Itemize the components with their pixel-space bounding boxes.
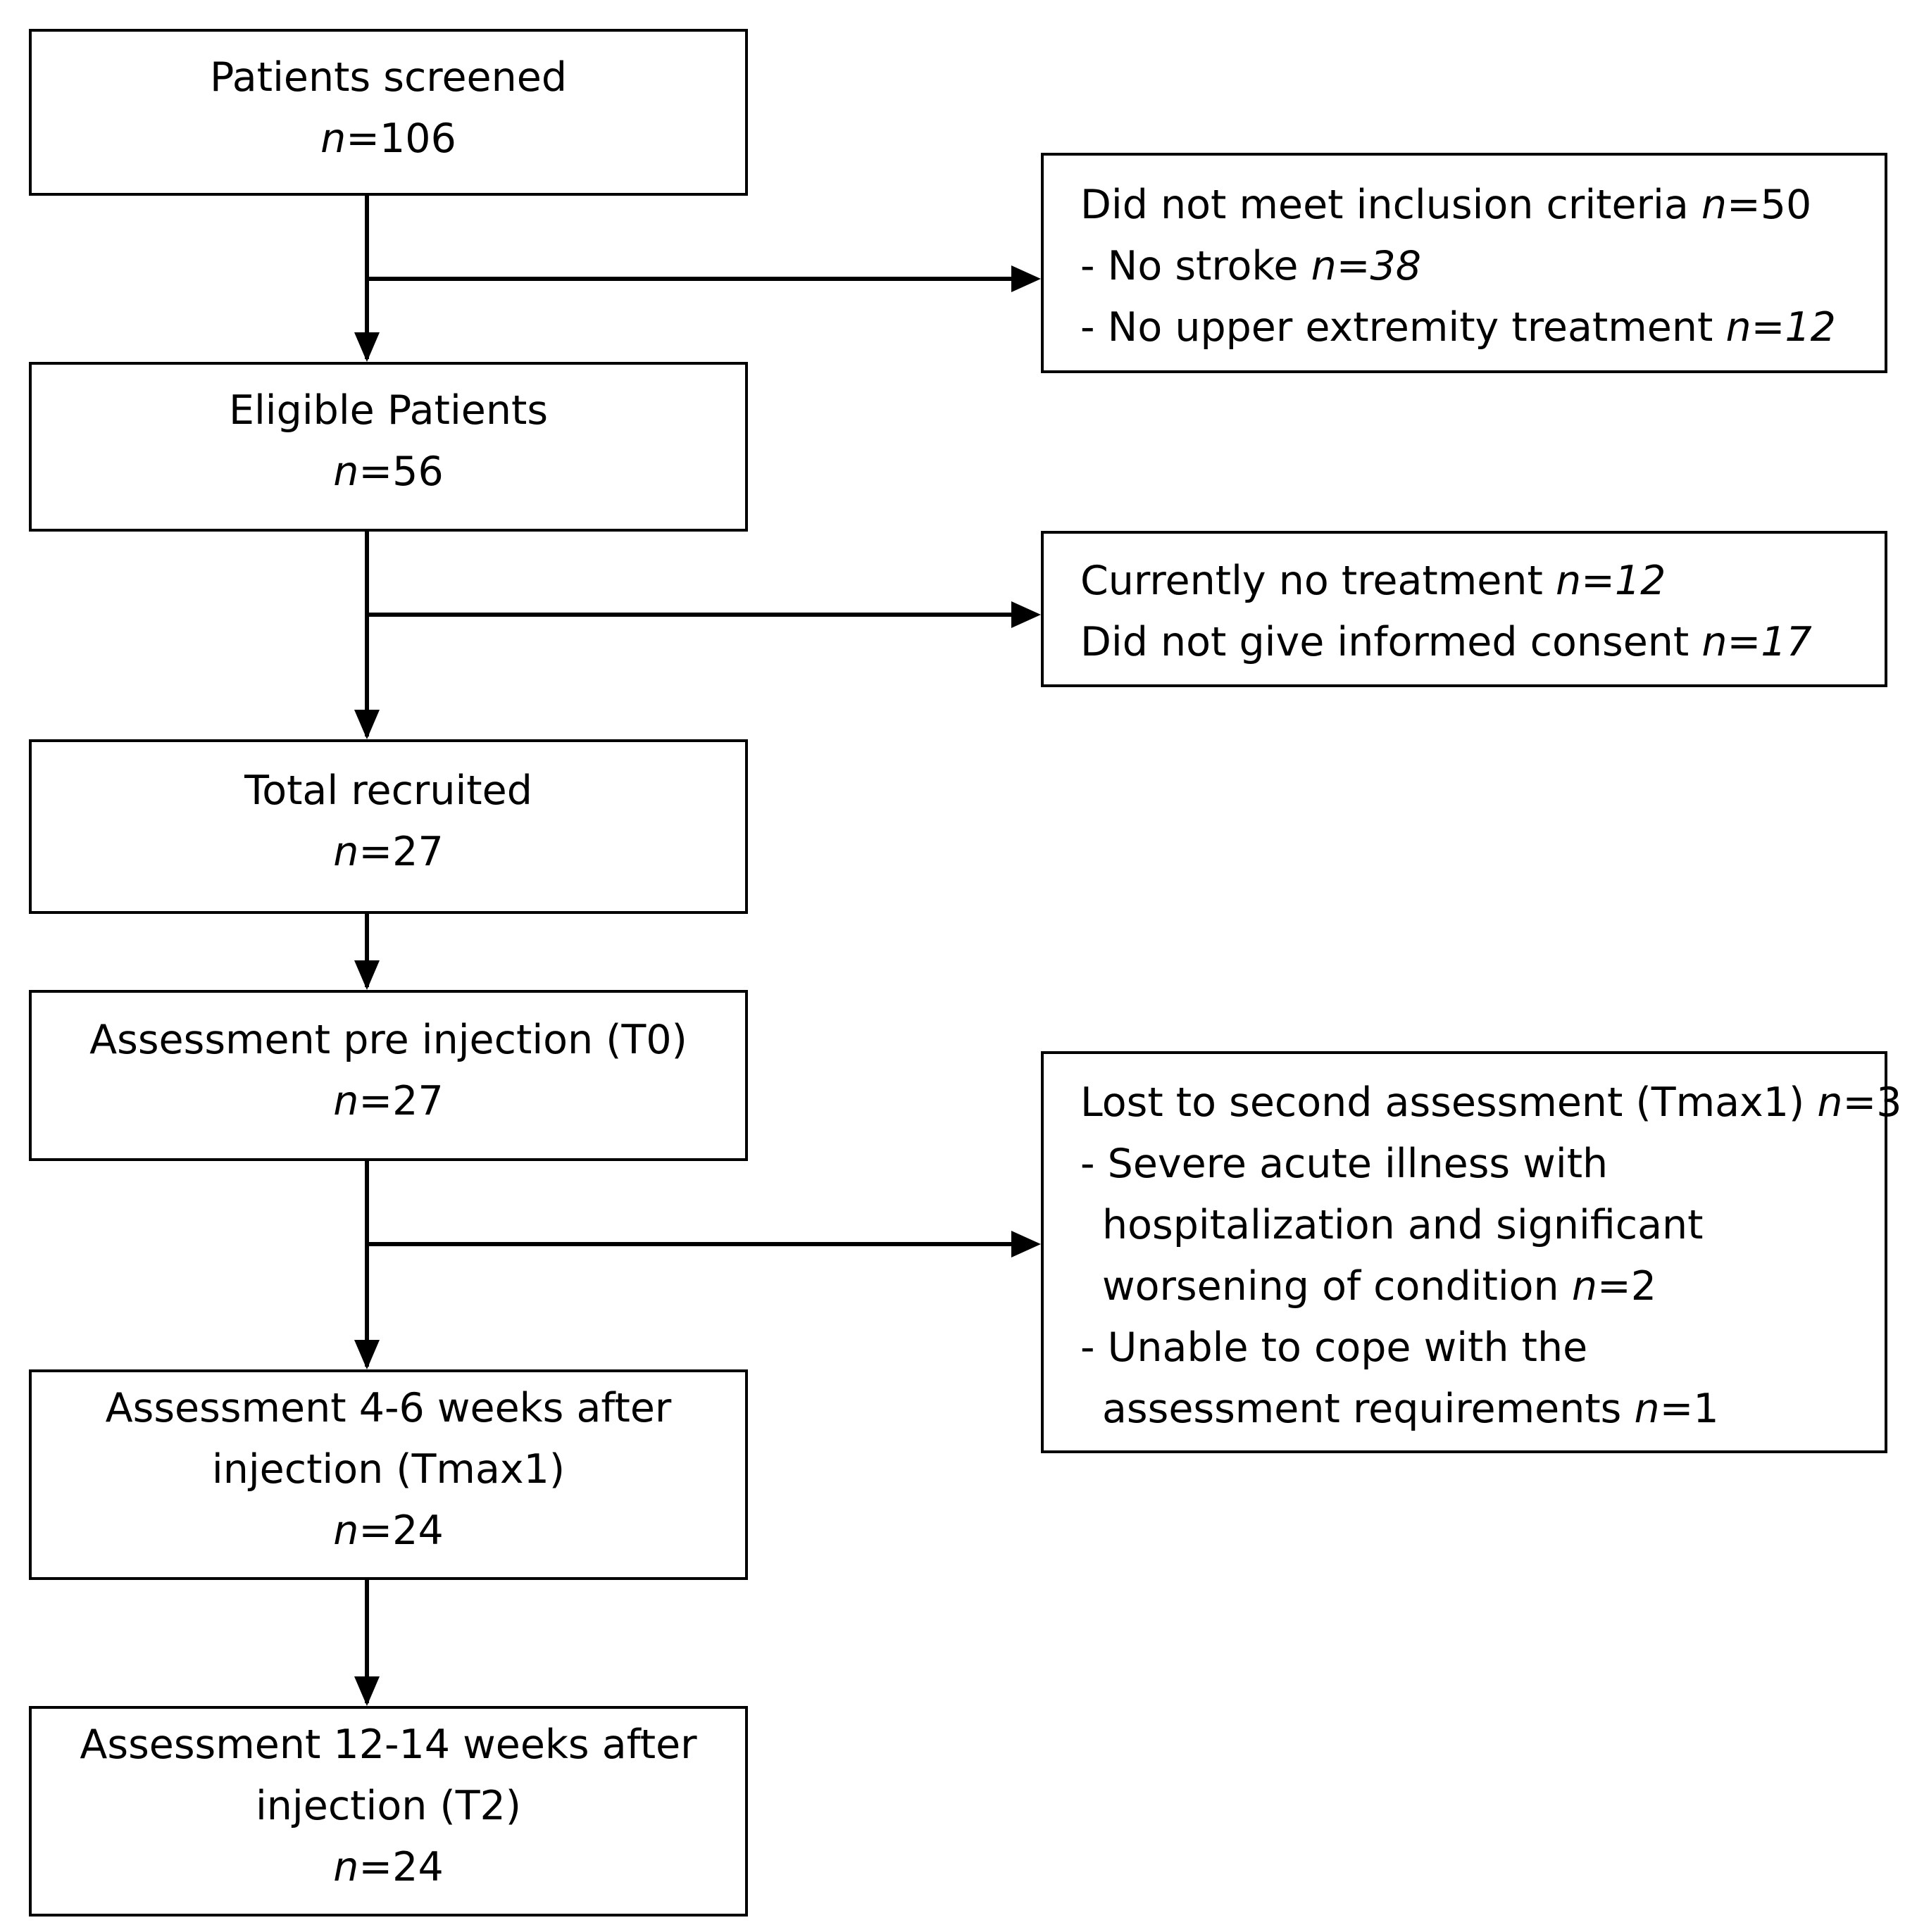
arrowhead-not-meet-criteria bbox=[1011, 265, 1041, 292]
box-lost-to-second-assessment: Lost to second assessment (Tmax1) n=3 - … bbox=[1041, 1051, 1902, 1453]
box-count: n=27 bbox=[32, 1071, 745, 1132]
box-patients-screened: Patients screened n=106 bbox=[29, 29, 748, 196]
exclusion-line: - Unable to cope with the bbox=[1080, 1324, 1588, 1371]
n-value: =27 bbox=[358, 1078, 444, 1124]
arrowhead-lost-to-second bbox=[1011, 1231, 1041, 1257]
arrowhead-tmax1 bbox=[354, 1340, 380, 1369]
n-value: =24 bbox=[358, 1507, 444, 1554]
exclusion-line: Did not give informed consent n=17 bbox=[1080, 619, 1812, 665]
exclusion-line: - Severe acute illness with bbox=[1080, 1141, 1609, 1187]
box-title-line-2: injection (T2) bbox=[255, 1783, 522, 1829]
exclusion-line: Lost to second assessment (Tmax1) n=3 bbox=[1080, 1079, 1902, 1126]
box-title-line-1: Assessment 4-6 weeks after bbox=[105, 1385, 672, 1431]
box-eligible-patients: Eligible Patients n=56 bbox=[29, 362, 748, 532]
exclusion-line: hospitalization and significant bbox=[1102, 1202, 1704, 1248]
n-label: n bbox=[333, 1507, 359, 1554]
box-no-treatment-consent: Currently no treatment n=12 Did not give… bbox=[1041, 531, 1887, 687]
exclusion-line: Currently no treatment n=12 bbox=[1080, 558, 1666, 604]
n-value: =56 bbox=[358, 448, 444, 495]
exclusion-line: Did not meet inclusion criteria n=50 bbox=[1080, 182, 1812, 228]
box-assessment-t2: Assessment 12-14 weeks after injection (… bbox=[29, 1706, 748, 1917]
box-did-not-meet-criteria: Did not meet inclusion criteria n=50 - N… bbox=[1041, 153, 1887, 373]
exclusion-line: worsening of condition n=2 bbox=[1102, 1263, 1656, 1310]
exclusion-line: - No upper extremity treatment n=12 bbox=[1080, 304, 1836, 351]
arrowhead-eligible bbox=[354, 332, 380, 362]
box-total-recruited: Total recruited n=27 bbox=[29, 739, 748, 914]
box-count: n=56 bbox=[32, 441, 745, 503]
arrowhead-recruited bbox=[354, 710, 380, 739]
n-label: n bbox=[333, 448, 359, 495]
box-assessment-tmax1: Assessment 4-6 weeks after injection (Tm… bbox=[29, 1369, 748, 1580]
n-label: n bbox=[320, 115, 346, 162]
n-value: =24 bbox=[358, 1844, 444, 1890]
box-count: n=24 bbox=[32, 1837, 745, 1898]
arrowhead-t2 bbox=[354, 1676, 380, 1706]
n-label: n bbox=[333, 829, 359, 875]
n-value: =27 bbox=[358, 829, 444, 875]
box-title: Patients screened bbox=[209, 54, 568, 101]
n-label: n bbox=[333, 1078, 359, 1124]
box-title: Total recruited bbox=[244, 767, 532, 814]
n-value: =106 bbox=[346, 115, 456, 162]
box-title: Eligible Patients bbox=[228, 387, 549, 434]
box-title-line-1: Assessment 12-14 weeks after bbox=[80, 1721, 697, 1768]
box-count: n=27 bbox=[32, 822, 745, 883]
box-title-line-2: injection (Tmax1) bbox=[211, 1446, 566, 1493]
n-label: n bbox=[333, 1844, 359, 1890]
box-assessment-t0: Assessment pre injection (T0) n=27 bbox=[29, 990, 748, 1161]
box-count: n=106 bbox=[32, 108, 745, 170]
exclusion-line: - No stroke n=38 bbox=[1080, 243, 1422, 289]
exclusion-line: assessment requirements n=1 bbox=[1102, 1386, 1719, 1432]
box-count: n=24 bbox=[32, 1500, 745, 1562]
box-title: Assessment pre injection (T0) bbox=[89, 1017, 687, 1063]
arrowhead-no-treatment-consent bbox=[1011, 601, 1041, 628]
arrowhead-t0 bbox=[354, 960, 380, 990]
